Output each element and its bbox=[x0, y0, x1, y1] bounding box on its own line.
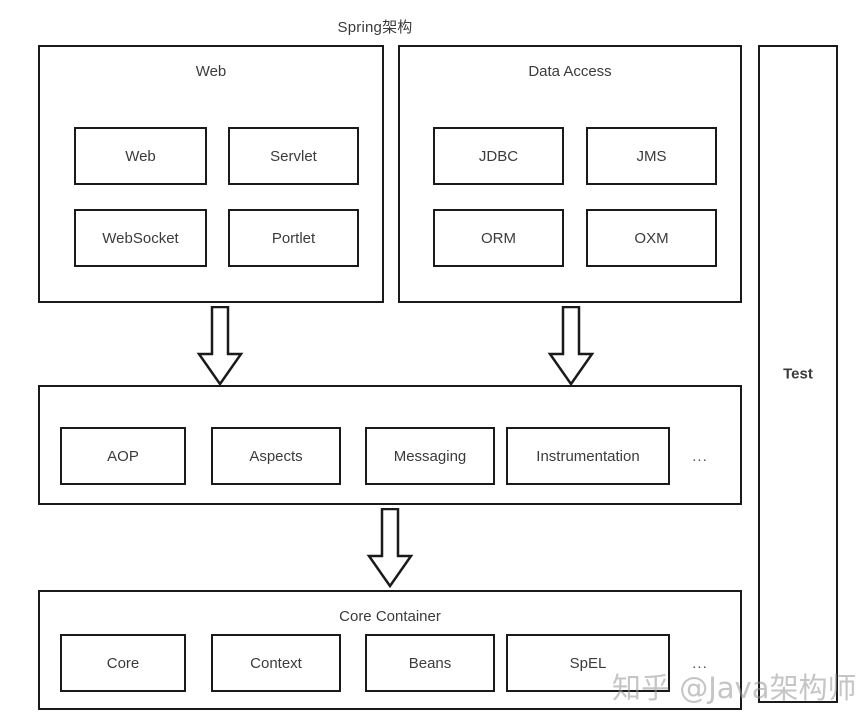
arrow-data-access-to-aop bbox=[547, 306, 595, 386]
arrow-aop-to-core-container bbox=[366, 508, 414, 588]
panel-aop: AOP Aspects Messaging Instrumentation ..… bbox=[38, 385, 742, 505]
module-servlet[interactable]: Servlet bbox=[228, 127, 359, 185]
module-websocket[interactable]: WebSocket bbox=[74, 209, 207, 267]
page-title: Spring架构 bbox=[337, 19, 413, 36]
module-web[interactable]: Web bbox=[74, 127, 207, 185]
module-spel[interactable]: SpEL bbox=[506, 634, 670, 692]
panel-data-access-title: Data Access bbox=[528, 63, 612, 80]
panel-core-container-title: Core Container bbox=[339, 608, 441, 625]
module-jdbc[interactable]: JDBC bbox=[433, 127, 564, 185]
core-container-more-indicator: ... bbox=[692, 654, 708, 672]
module-aop[interactable]: AOP bbox=[60, 427, 186, 485]
module-context[interactable]: Context bbox=[211, 634, 341, 692]
module-orm[interactable]: ORM bbox=[433, 209, 564, 267]
panel-web-title: Web bbox=[195, 63, 227, 80]
module-instrumentation[interactable]: Instrumentation bbox=[506, 427, 670, 485]
panel-test-title: Test bbox=[783, 365, 813, 383]
panel-web: Web Web Servlet WebSocket Portlet bbox=[38, 45, 384, 303]
panel-data-access: Data Access JDBC JMS ORM OXM bbox=[398, 45, 742, 303]
module-beans[interactable]: Beans bbox=[365, 634, 495, 692]
arrow-web-to-aop bbox=[196, 306, 244, 386]
panel-core-container: Core Container Core Context Beans SpEL .… bbox=[38, 590, 742, 710]
module-aspects[interactable]: Aspects bbox=[211, 427, 341, 485]
module-core[interactable]: Core bbox=[60, 634, 186, 692]
module-jms[interactable]: JMS bbox=[586, 127, 717, 185]
module-oxm[interactable]: OXM bbox=[586, 209, 717, 267]
module-portlet[interactable]: Portlet bbox=[228, 209, 359, 267]
panel-test: Test bbox=[758, 45, 838, 703]
module-messaging[interactable]: Messaging bbox=[365, 427, 495, 485]
aop-more-indicator: ... bbox=[692, 447, 708, 465]
